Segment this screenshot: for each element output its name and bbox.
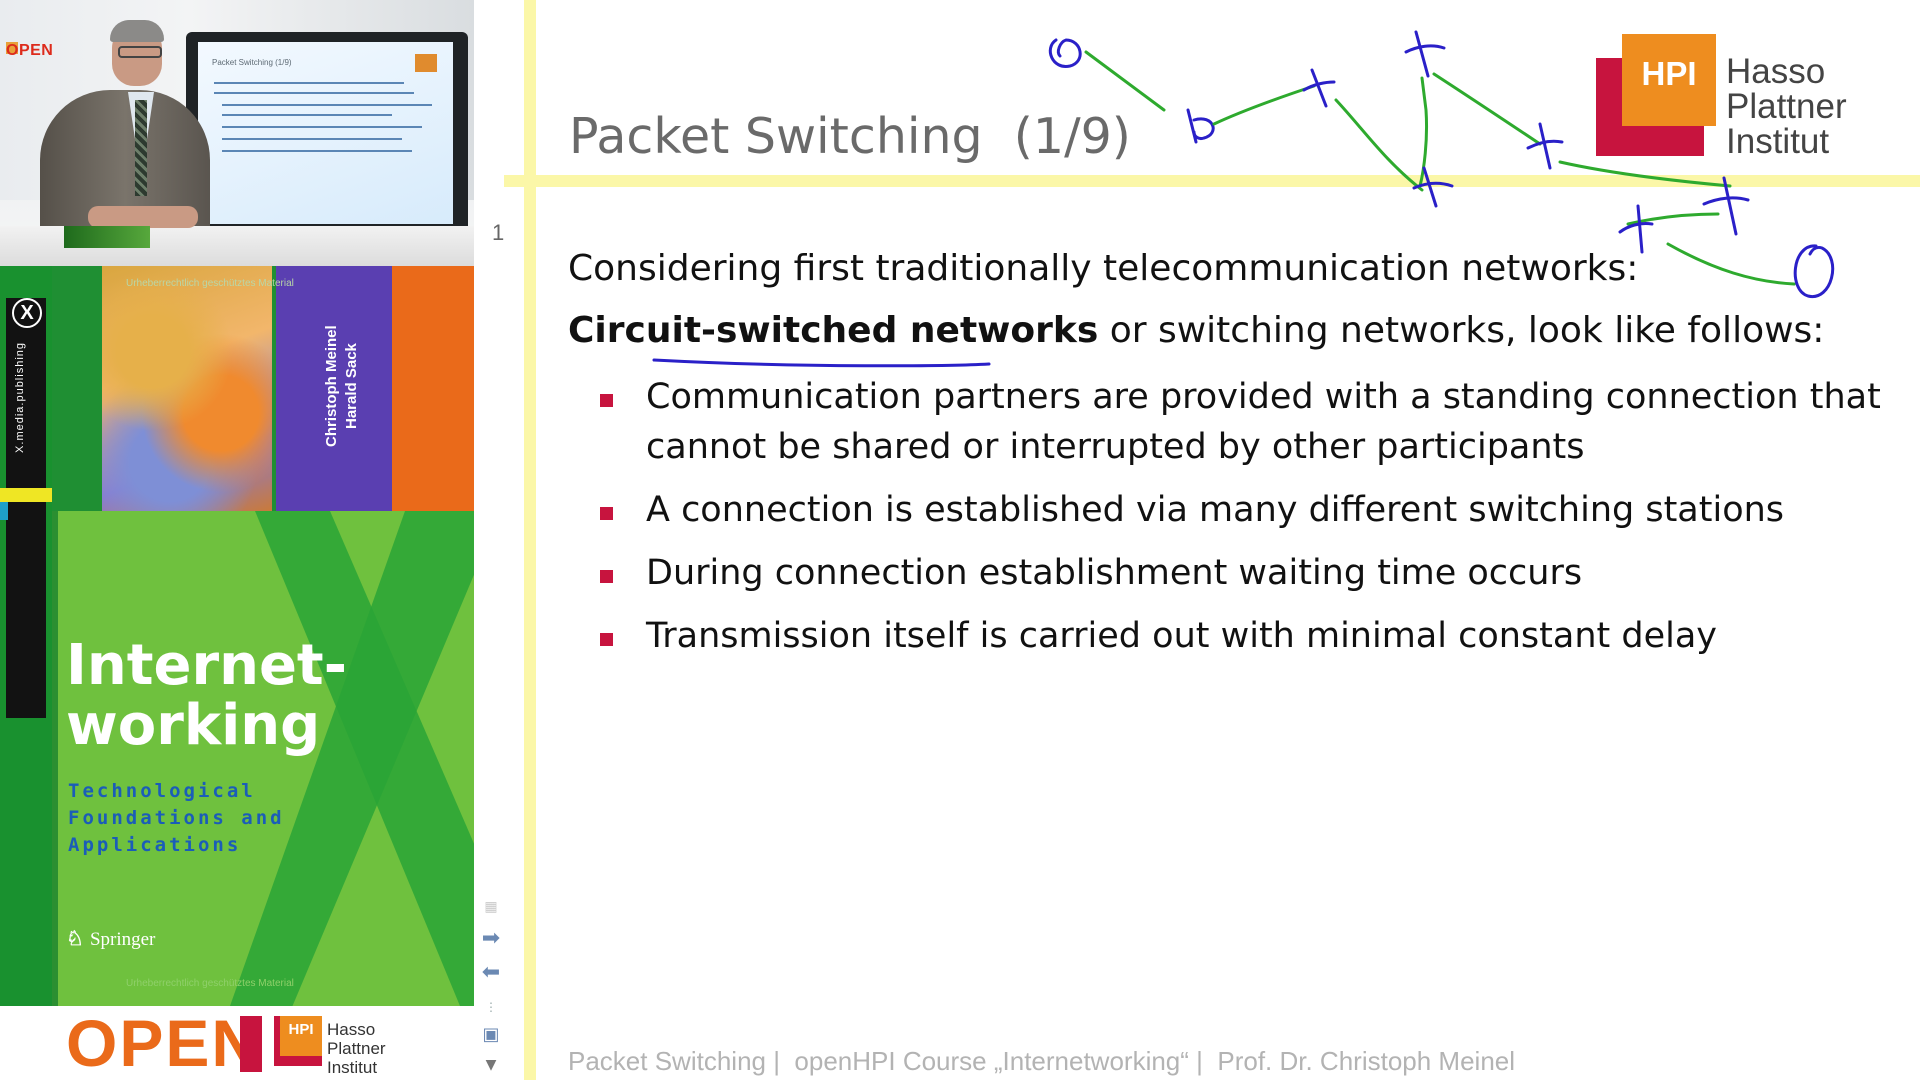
slide: Packet Switching (1/9) HPI Hasso Plattne… xyxy=(504,0,1920,1080)
institute-name: Hasso Plattner Institut xyxy=(327,1020,386,1077)
pen-options-icon[interactable]: ⋮ xyxy=(485,1000,497,1014)
springer-knight-icon: ♘ xyxy=(66,928,84,950)
ink-switch-6 xyxy=(1618,204,1654,254)
monitor-slide-title: Packet Switching (1/9) xyxy=(212,58,292,67)
series-name: X.media.publishing xyxy=(14,342,26,453)
ink-switch-3 xyxy=(1412,166,1454,208)
monitor-icon[interactable]: ▣ xyxy=(482,1024,500,1045)
x-logo-icon: X xyxy=(12,298,42,328)
book-title: Internet- working xyxy=(66,633,347,758)
book-on-desk xyxy=(64,226,150,248)
ink-node-b xyxy=(1186,108,1215,144)
book-cover: Urheberrechtlich geschütztes Material Ch… xyxy=(0,266,474,1006)
prev-arrow-icon[interactable]: ⬅ xyxy=(481,960,501,985)
monitor-screen: Packet Switching (1/9) xyxy=(198,42,453,224)
ink-node-end xyxy=(1793,244,1835,298)
list-item: A connection is established via many dif… xyxy=(598,485,1898,535)
bullet-list: Communication partners are provided with… xyxy=(598,372,1898,674)
hpi-mark: HPI xyxy=(274,1016,322,1066)
left-panel: OPEN Packet Switching (1/9) Urheberrecht… xyxy=(0,0,474,1080)
series-badge xyxy=(6,298,46,718)
ink-node-start xyxy=(1048,38,1082,68)
ink-switch-4 xyxy=(1526,122,1564,170)
publisher: ♘Springer xyxy=(66,928,156,950)
hpi-logo-mark: HPI xyxy=(1622,34,1716,126)
next-arrow-icon[interactable]: ➡ xyxy=(481,926,501,951)
list-item: During connection establishment waiting … xyxy=(598,548,1898,598)
cover-watermark-bottom: Urheberrechtlich geschütztes Material xyxy=(126,978,294,989)
bullet-icon xyxy=(600,394,613,407)
list-item: Transmission itself is carried out with … xyxy=(598,611,1898,661)
slide-footer: Packet Switching | openHPI Course „Inter… xyxy=(568,1046,1516,1076)
guide-line-horizontal xyxy=(504,175,1920,187)
circuit-switched-line: Circuit-switched networks or switching n… xyxy=(568,310,1825,351)
bullet-icon xyxy=(600,570,613,583)
video-corner-logo: OPEN xyxy=(4,41,53,59)
intro-text: Considering first traditionally telecomm… xyxy=(568,248,1639,289)
bullet-icon xyxy=(600,507,613,520)
openhpi-logo: OPEN HPI Hasso Plattner Institut xyxy=(0,1006,474,1080)
cover-watermark-top: Urheberrechtlich geschütztes Material xyxy=(126,278,294,289)
cover-artwork xyxy=(102,266,272,511)
list-item: Communication partners are provided with… xyxy=(598,372,1898,472)
open-wordmark: OPEN xyxy=(66,1006,262,1080)
book-subtitle: Technological Foundations and Applicatio… xyxy=(68,780,285,856)
lecturer-video[interactable]: OPEN Packet Switching (1/9) xyxy=(0,0,474,266)
hpi-logo-name: Hasso Plattner Institut xyxy=(1726,52,1847,161)
dropdown-icon[interactable]: ▼ xyxy=(485,1057,497,1073)
guide-line-vertical xyxy=(524,0,536,1080)
page-number: 1 xyxy=(492,220,505,245)
grid-icon[interactable]: ▦ xyxy=(484,899,498,915)
circuit-switched-term: Circuit-switched networks xyxy=(568,310,1099,351)
lecturer-glasses xyxy=(118,46,162,58)
ink-switch-1 xyxy=(1302,68,1336,108)
slide-controls: 1 ▦ ➡ ⬅ ⋮ ▣ ▼ xyxy=(474,0,504,1080)
bullet-icon xyxy=(600,633,613,646)
book-authors: Christoph Meinel Harald Sack xyxy=(323,325,360,447)
ink-switch-2 xyxy=(1404,30,1446,78)
ink-underline xyxy=(652,358,991,368)
lecturer-tie xyxy=(135,100,147,196)
monitor-logo xyxy=(415,54,437,72)
slide-title: Packet Switching (1/9) xyxy=(569,108,1131,165)
